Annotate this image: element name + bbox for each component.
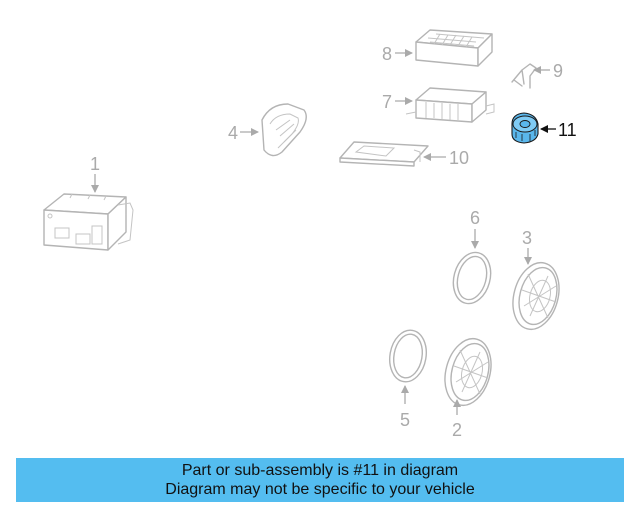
callout-9-label: 9 xyxy=(553,61,563,81)
part-4-vent-cover[interactable] xyxy=(261,103,307,157)
callout-8[interactable]: 8 xyxy=(382,44,413,64)
callout-1[interactable]: 1 xyxy=(90,154,100,193)
part-5-ring[interactable] xyxy=(386,327,430,384)
callout-5-label: 5 xyxy=(400,410,410,430)
callout-5[interactable]: 5 xyxy=(400,385,410,430)
callout-10[interactable]: 10 xyxy=(423,148,469,168)
banner-line-2: Diagram may not be specific to your vehi… xyxy=(165,481,475,498)
callout-2-label: 2 xyxy=(452,420,462,440)
callout-2[interactable]: 2 xyxy=(452,399,462,440)
part-2-speaker[interactable] xyxy=(438,333,498,410)
part-9-bracket[interactable] xyxy=(511,63,537,89)
part-11-highlighted[interactable] xyxy=(511,112,539,144)
callout-6-label: 6 xyxy=(470,208,480,228)
callout-11-label: 11 xyxy=(558,120,577,140)
callout-10-label: 10 xyxy=(449,148,469,168)
part-8-vented-module[interactable] xyxy=(415,29,493,67)
part-6-ring[interactable] xyxy=(448,248,496,308)
callout-1-label: 1 xyxy=(90,154,100,174)
part-10-panel[interactable] xyxy=(339,141,429,167)
callout-7-label: 7 xyxy=(382,92,392,112)
callout-8-label: 8 xyxy=(382,44,392,64)
callout-4-label: 4 xyxy=(228,123,238,143)
callout-7[interactable]: 7 xyxy=(382,92,413,112)
callout-3[interactable]: 3 xyxy=(522,228,532,265)
part-1-module[interactable] xyxy=(43,193,134,251)
callout-11[interactable]: 11 xyxy=(540,120,577,140)
callout-4[interactable]: 4 xyxy=(228,123,259,143)
callout-9[interactable]: 9 xyxy=(533,61,563,81)
info-banner: Part or sub-assembly is #11 in diagram D… xyxy=(16,458,624,502)
part-7-amplifier[interactable] xyxy=(405,87,495,123)
callout-6[interactable]: 6 xyxy=(470,208,480,249)
part-3-speaker[interactable] xyxy=(506,257,566,334)
callout-3-label: 3 xyxy=(522,228,532,248)
banner-line-1: Part or sub-assembly is #11 in diagram xyxy=(181,462,459,479)
